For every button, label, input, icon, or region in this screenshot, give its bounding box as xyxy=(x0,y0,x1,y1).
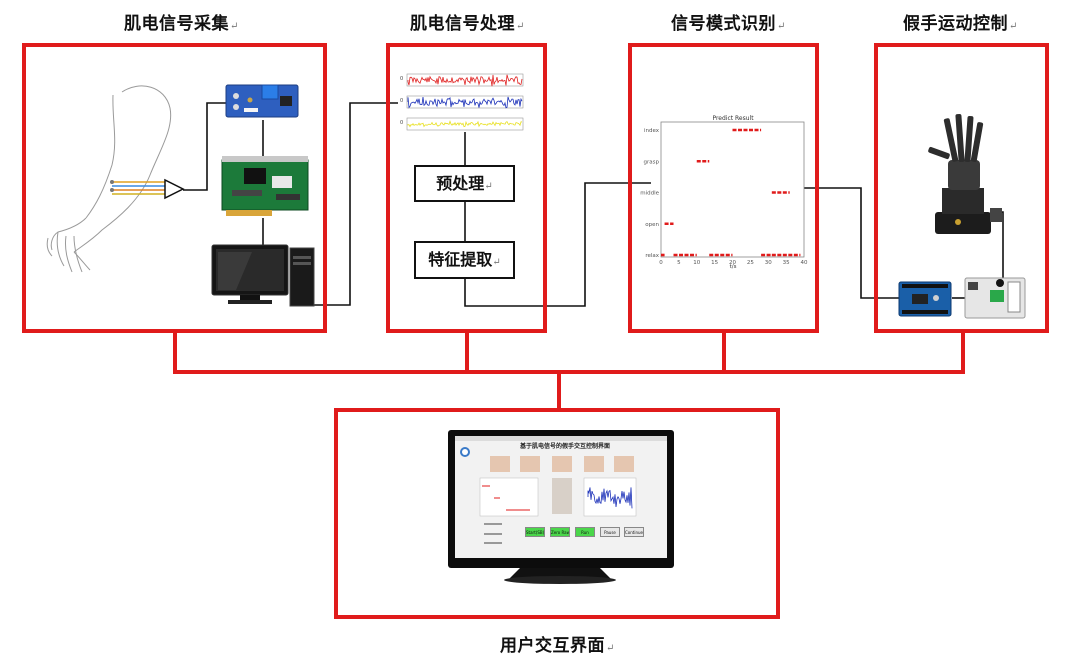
predict-xtick-35: 35 xyxy=(783,260,790,266)
predict-xtick-10: 10 xyxy=(693,260,700,266)
predict-ytick-middle: middle xyxy=(640,191,659,197)
ui-emg-plot xyxy=(583,477,637,517)
predict-xtick-0: 0 xyxy=(659,260,663,266)
connector-feature-to-recognition xyxy=(464,182,651,307)
ui-hand-photo xyxy=(552,478,572,514)
channel-label-2: 0 xyxy=(400,98,404,104)
predict-xtick-20: 20 xyxy=(729,260,736,266)
predict-xtick-30: 30 xyxy=(765,260,772,266)
predict-ytick-open: open xyxy=(645,222,659,228)
gesture-thumb-2 xyxy=(520,456,540,472)
gesture-thumb-3 xyxy=(552,456,572,472)
emg-channel-2-trace xyxy=(407,96,523,109)
ui-screen-button-0: Start(SB) xyxy=(525,527,545,537)
preprocess-step: 预处理↵ xyxy=(414,165,515,202)
recognition-box xyxy=(628,43,819,333)
processing-box xyxy=(386,43,547,333)
pc-icon xyxy=(211,244,315,307)
emg-channel-1-trace xyxy=(407,74,523,87)
emg-signal-plot xyxy=(406,73,524,131)
ui-screen-title: 基于肌电信号的假手交互控制界面 xyxy=(520,443,611,450)
emg-module-icon xyxy=(225,84,299,118)
robotic-hand-icon xyxy=(928,113,1002,234)
predict-result-chart: relax open middle grasp index 0 5 10 15 20 25 30 35… xyxy=(640,115,808,270)
predict-xtick-40: 40 xyxy=(801,260,808,266)
ui-title: 用户交互界面↵ xyxy=(500,636,615,656)
emg-channel-3-trace xyxy=(407,120,523,128)
gesture-thumb-1 xyxy=(490,456,510,472)
recognition-title: 信号模式识别↵ xyxy=(671,14,786,34)
predict-xtick-25: 25 xyxy=(747,260,754,266)
amplifier-icon xyxy=(164,178,185,200)
acquisition-title: 肌电信号采集↵ xyxy=(124,14,239,34)
predict-chart-title: Predict Result xyxy=(712,115,754,122)
channel-label-1: 0 xyxy=(400,76,404,82)
connector-pc-to-processing xyxy=(290,102,398,306)
electrode-wires xyxy=(110,180,165,195)
ui-screen-button-4: Continue xyxy=(624,527,644,537)
predict-xtick-5: 5 xyxy=(677,260,681,266)
predict-plot-frame xyxy=(660,121,805,258)
predict-ytick-relax: relax xyxy=(645,253,659,259)
predict-chart-xlabel: t/s xyxy=(730,264,737,270)
gesture-thumb-5 xyxy=(614,456,634,472)
arm-sketch xyxy=(46,85,172,273)
ui-screen-button-2: Run xyxy=(575,527,595,537)
acquisition-box xyxy=(22,43,327,333)
predict-xtick-15: 15 xyxy=(711,260,718,266)
bus-lines xyxy=(173,333,965,410)
arduino-board-icon xyxy=(898,281,952,317)
ui-screen-params xyxy=(484,523,502,544)
ui-screen-button-3: Pause xyxy=(600,527,620,537)
processing-title: 肌电信号处理↵ xyxy=(410,14,525,34)
servo-controller-icon xyxy=(964,277,1026,319)
predict-ytick-index: index xyxy=(644,128,660,134)
feature-extraction-step: 特征提取↵ xyxy=(414,241,515,279)
connector-lines xyxy=(183,102,1004,307)
gesture-thumb-4 xyxy=(584,456,604,472)
control-box xyxy=(874,43,1049,333)
ui-box xyxy=(334,408,780,619)
connector-amp-to-board xyxy=(183,102,226,191)
channel-label-3: 0 xyxy=(400,120,404,126)
connector-recognition-to-control xyxy=(803,187,902,299)
control-title: 假手运动控制↵ xyxy=(903,14,1018,34)
predict-ytick-grasp: grasp xyxy=(644,159,660,165)
daq-card-icon xyxy=(221,156,309,216)
ui-screen-button-1: Zero Raw xyxy=(550,527,570,537)
